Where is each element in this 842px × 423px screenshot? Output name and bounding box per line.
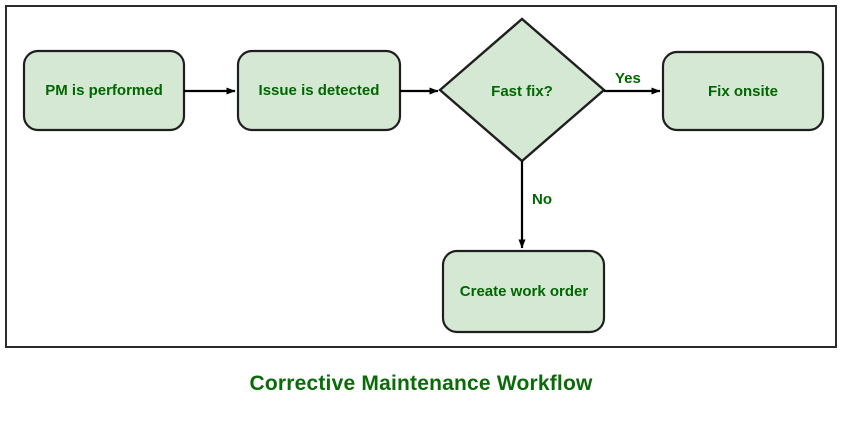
diagram-frame: PM is performed Issue is detected Fast f… bbox=[5, 5, 837, 348]
edge-label-no: No bbox=[532, 191, 552, 208]
node-issue-is-detected[interactable] bbox=[236, 49, 402, 132]
node-fix-onsite[interactable] bbox=[661, 50, 825, 132]
edge-label-yes: Yes bbox=[615, 70, 641, 87]
node-fast-fix-decision[interactable] bbox=[438, 17, 606, 163]
node-pm-is-performed[interactable] bbox=[22, 49, 186, 132]
diagram-title: Corrective Maintenance Workflow bbox=[249, 372, 593, 395]
node-create-work-order[interactable] bbox=[441, 249, 606, 334]
flowchart-canvas bbox=[22, 17, 825, 334]
